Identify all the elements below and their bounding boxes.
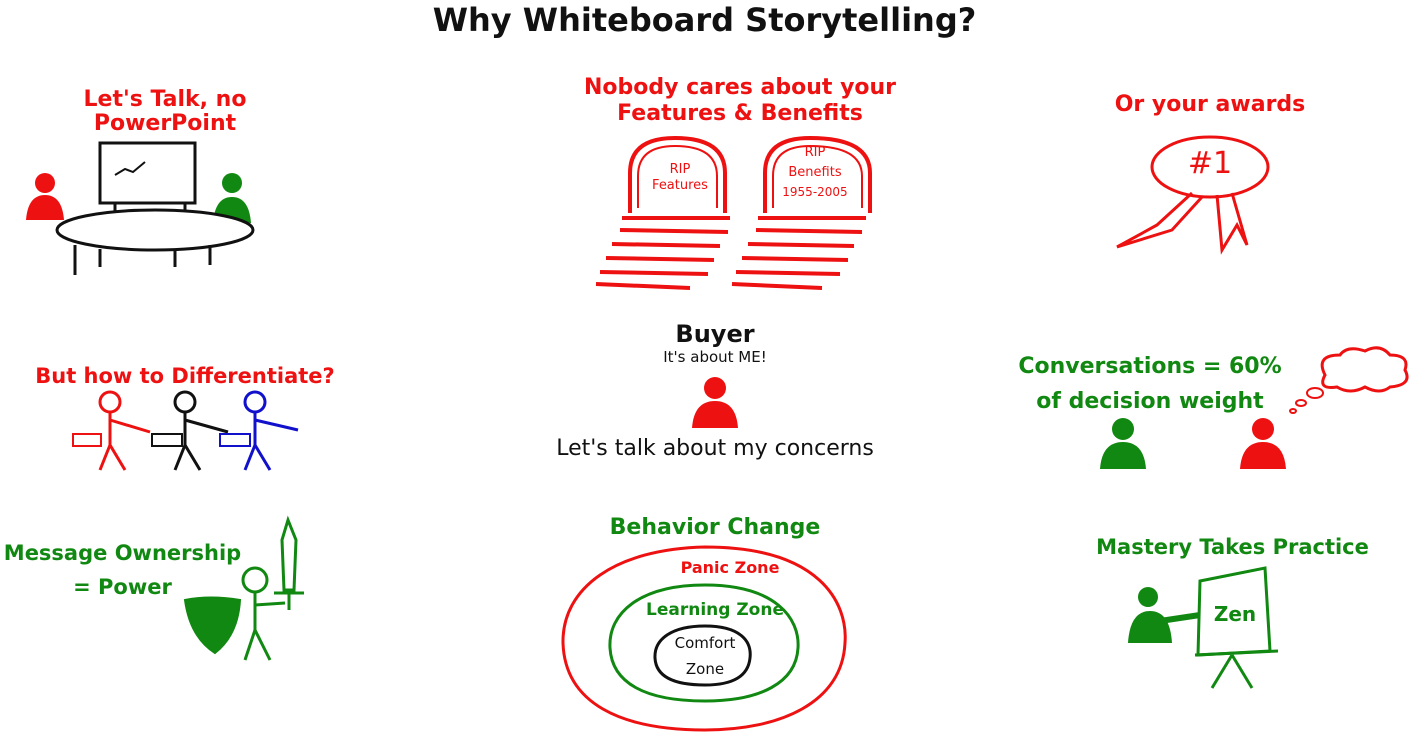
- buyer-person-icon: [692, 377, 738, 428]
- award-ribbon-icon: [1116, 135, 1270, 255]
- stone1-line2: Features: [652, 178, 708, 193]
- features-label-line1: Nobody cares about your: [583, 75, 897, 100]
- meeting-table-illustration: [26, 141, 255, 275]
- talk-label-line1: Let's Talk, no: [83, 87, 247, 112]
- panic-zone-label: Panic Zone: [680, 558, 780, 577]
- red-person-icon-2: [1240, 418, 1286, 469]
- comfort-zone-ring: [653, 624, 752, 687]
- buyer-subtitle: It's about ME!: [663, 348, 767, 366]
- panic-zone-ring: [561, 545, 847, 732]
- buyer-caption: Let's talk about my concerns: [556, 436, 874, 461]
- learning-zone-ring: [608, 583, 800, 703]
- sword-icon: [274, 515, 304, 610]
- red-stick-figure-icon: [72, 390, 151, 471]
- green-person-icon-2: [1100, 418, 1146, 469]
- knight-illustration: [183, 515, 304, 661]
- award-badge-text: #1: [1187, 146, 1233, 181]
- comfort-zone-label-line2: Zone: [685, 660, 725, 678]
- features-label-line2: Features & Benefits: [617, 101, 863, 126]
- learning-zone-label: Learning Zone: [646, 600, 784, 620]
- page-title: Why Whiteboard Storytelling?: [432, 1, 977, 39]
- thought-bubble-icon: [1289, 346, 1409, 414]
- behavior-title: Behavior Change: [609, 515, 821, 540]
- conversations-label-line2: of decision weight: [1036, 389, 1264, 414]
- shield-icon: [183, 596, 242, 655]
- red-person-icon: [26, 173, 64, 220]
- differentiate-label: But how to Differentiate?: [35, 364, 335, 388]
- awards-label: Or your awards: [1114, 92, 1306, 117]
- stone1-line1: RIP: [669, 162, 691, 177]
- flipchart-text: Zen: [1213, 602, 1257, 626]
- stone2-line1: RIP: [804, 145, 826, 160]
- tombstones-illustration: [595, 135, 872, 290]
- stick-figures-illustration: [72, 390, 299, 471]
- buyer-title: Buyer: [675, 320, 755, 348]
- flipchart-icon: [1194, 566, 1279, 689]
- stone2-line3: 1955-2005: [782, 185, 848, 199]
- zones-diagram: [561, 545, 847, 732]
- whiteboard-icon: [98, 141, 197, 205]
- stone2-line2: Benefits: [788, 165, 842, 180]
- black-stick-figure-icon: [151, 390, 229, 471]
- mastery-label: Mastery Takes Practice: [1096, 535, 1369, 559]
- conversations-label-line1: Conversations = 60%: [1018, 354, 1282, 379]
- tombstone-benefits-icon: [763, 135, 872, 213]
- tombstone-features-icon: [628, 135, 727, 213]
- ownership-label-line2: = Power: [73, 575, 172, 599]
- ownership-label-line1: Message Ownership: [3, 541, 242, 565]
- blue-stick-figure-icon: [219, 390, 299, 471]
- presenter-illustration: [1128, 566, 1279, 689]
- comfort-zone-label-line1: Comfort: [674, 634, 736, 652]
- talk-label-line2: PowerPoint: [93, 111, 237, 136]
- presenter-person-icon: [1128, 587, 1201, 643]
